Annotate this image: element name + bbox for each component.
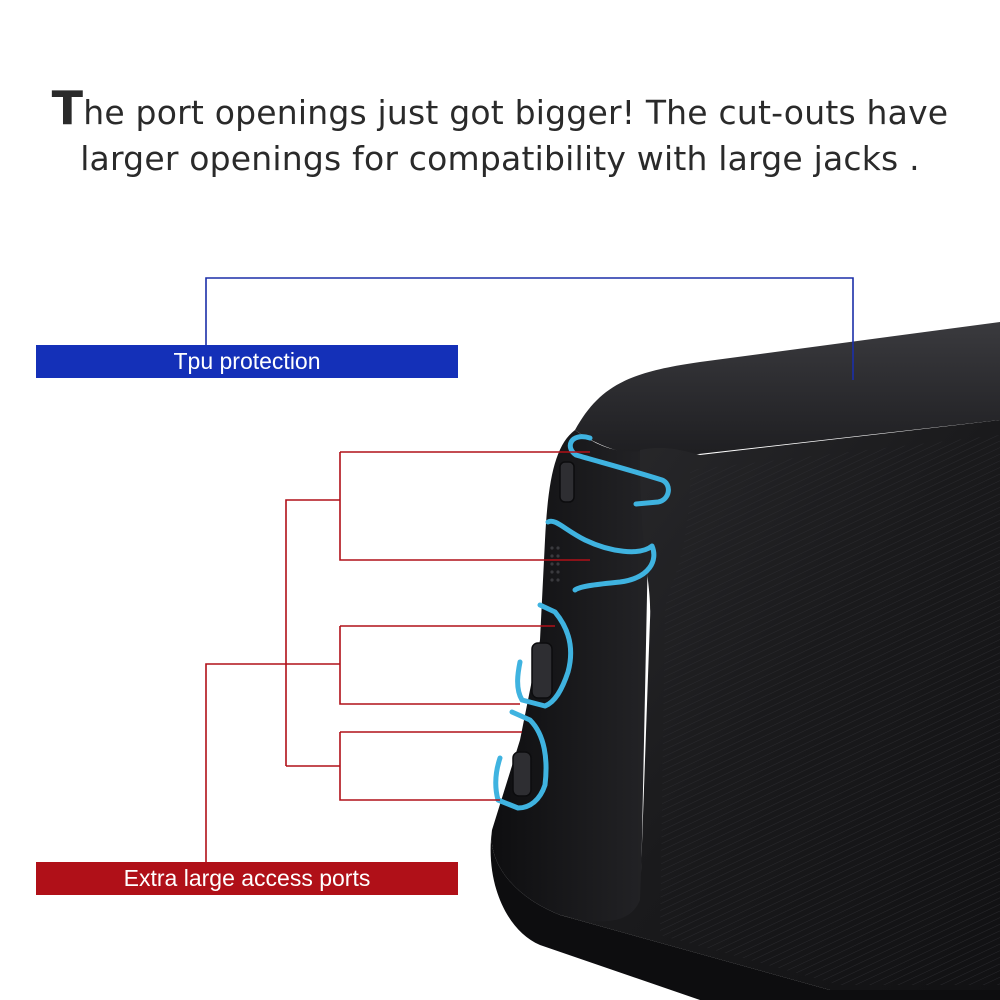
port-cutout-upper bbox=[545, 518, 657, 593]
headline-line-1-text: he port openings just got bigger! The cu… bbox=[83, 93, 949, 132]
port-cutout-middle bbox=[515, 602, 574, 709]
port-cutout-lower bbox=[493, 709, 549, 811]
ports-callout-lines bbox=[205, 451, 590, 862]
headline-line-1: The port openings just got bigger! The c… bbox=[0, 85, 1000, 136]
port-cutouts bbox=[493, 434, 671, 811]
headline: The port openings just got bigger! The c… bbox=[0, 85, 1000, 182]
access-ports-label: Extra large access ports bbox=[36, 862, 458, 895]
side-buttons bbox=[512, 461, 575, 797]
tpu-protection-label: Tpu protection bbox=[36, 345, 458, 378]
case-top-edge bbox=[575, 322, 1000, 457]
port-cutout-top bbox=[567, 434, 671, 507]
tpu-callout-lines bbox=[205, 277, 854, 380]
phone-case bbox=[490, 322, 1000, 1000]
power-button bbox=[512, 751, 532, 797]
top-jack bbox=[559, 461, 575, 503]
headline-line-2: larger openings for compatibility with l… bbox=[80, 139, 920, 178]
speaker-grille bbox=[550, 546, 560, 582]
headline-initial: T bbox=[51, 81, 84, 135]
case-side bbox=[491, 430, 650, 935]
volume-button bbox=[531, 642, 553, 699]
case-back-texture bbox=[660, 435, 1000, 985]
case-bottom bbox=[490, 830, 1000, 1000]
